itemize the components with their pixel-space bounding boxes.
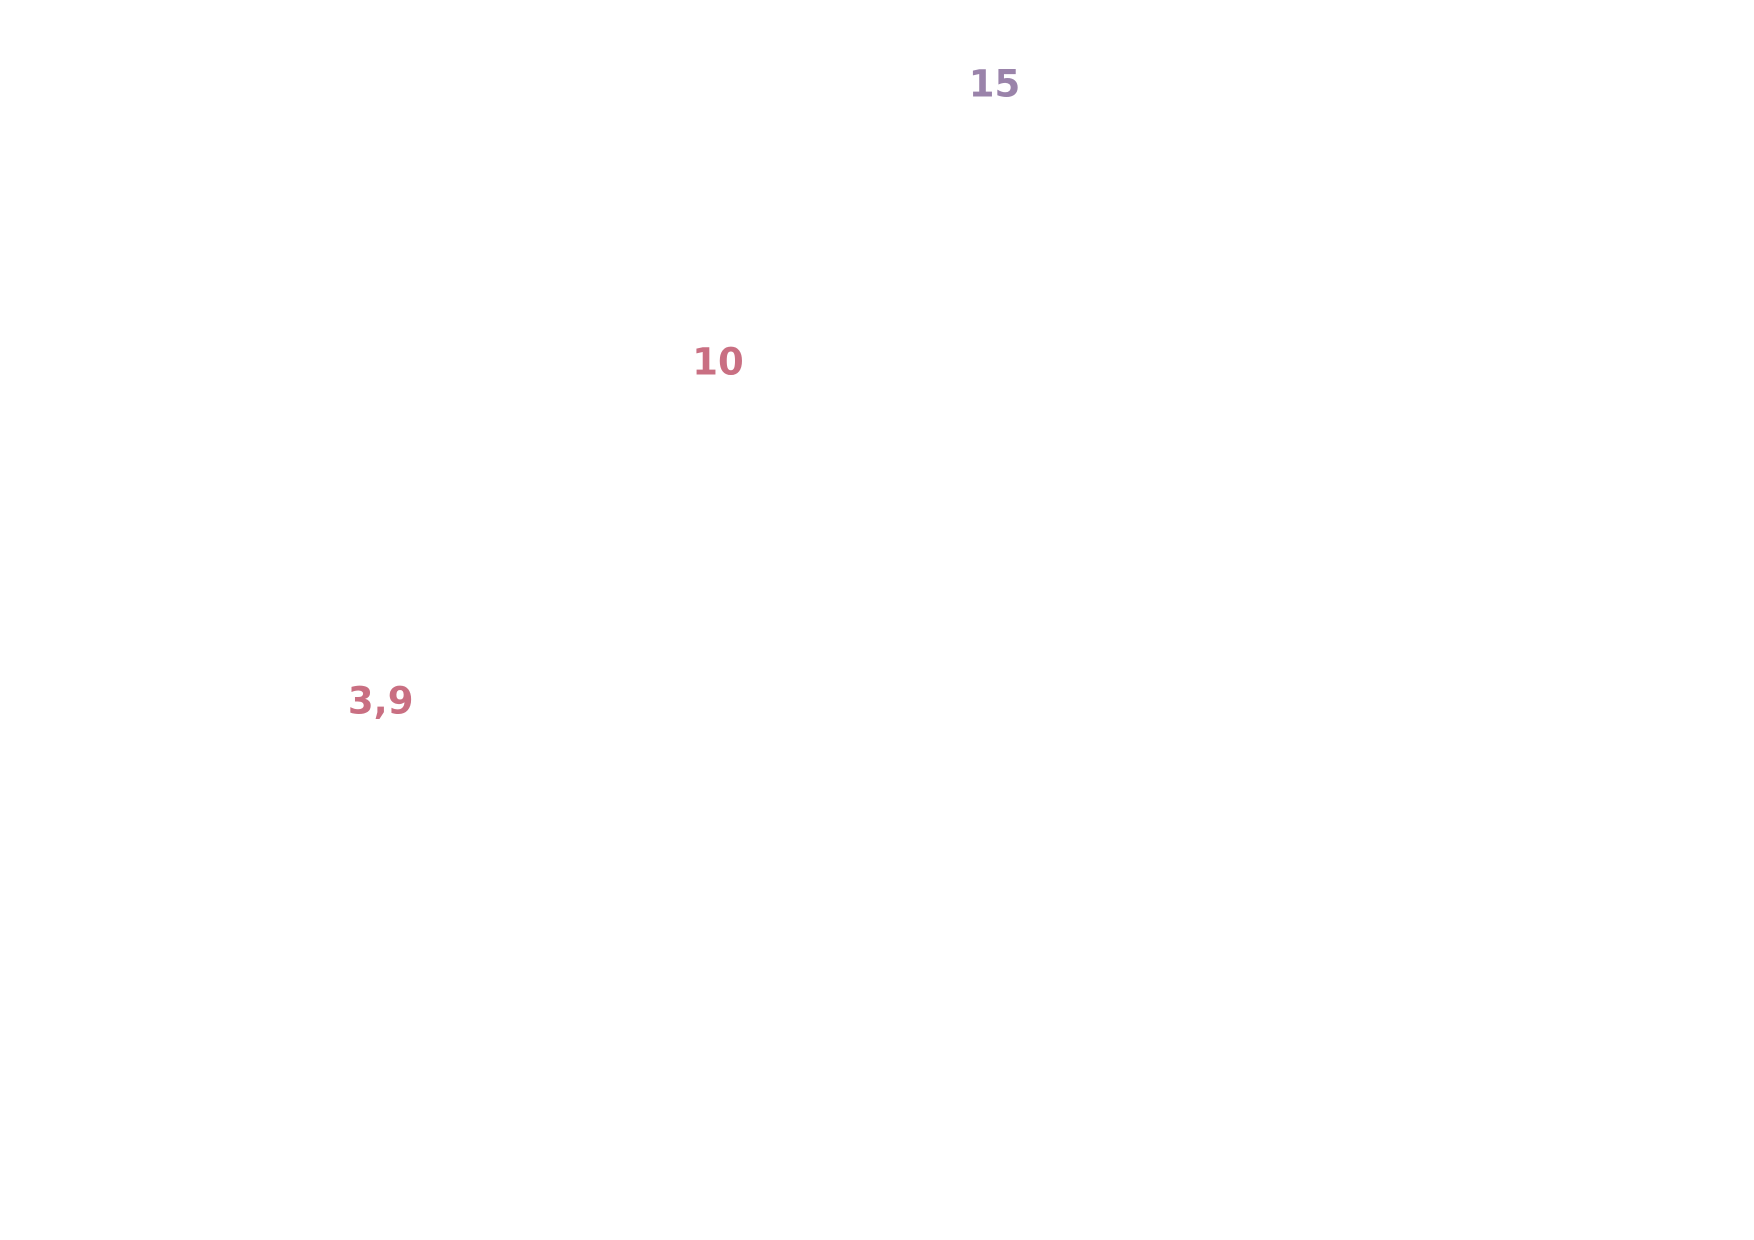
data-label-1: 10	[692, 341, 744, 384]
data-labels: 3,9 10 15	[348, 63, 1020, 723]
data-label-0: 3,9	[348, 680, 414, 723]
data-label-2: 15	[969, 63, 1021, 106]
